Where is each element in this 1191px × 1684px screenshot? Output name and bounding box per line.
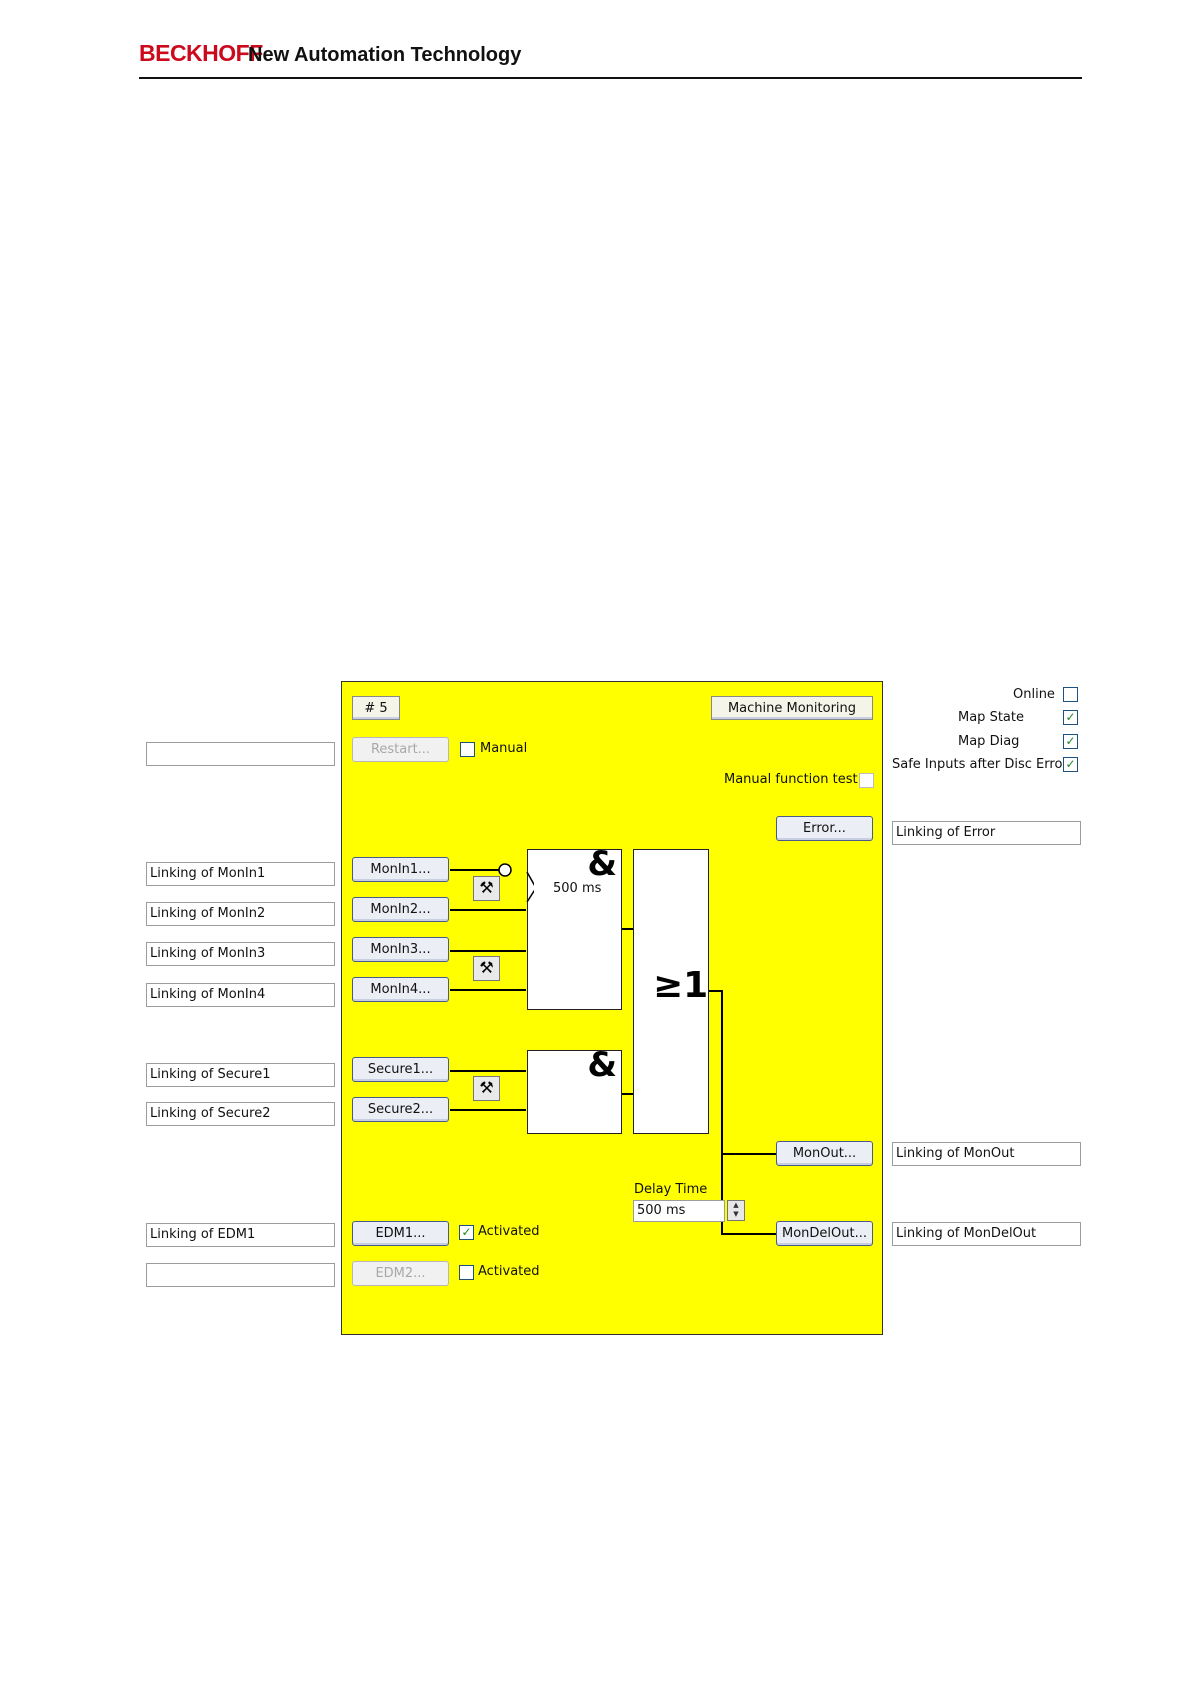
error-link-field[interactable]: Linking of Error xyxy=(892,821,1081,845)
monin34-config-button[interactable]: ⚒ xyxy=(473,956,500,981)
hammer-wrench-icon: ⚒ xyxy=(479,958,494,977)
brand-tagline: New Automation Technology xyxy=(248,44,522,66)
manual-label: Manual xyxy=(480,741,528,756)
online-label: Online xyxy=(1013,687,1055,702)
map-state-checkbox[interactable]: ✓ xyxy=(1063,710,1078,725)
wire-mondelout xyxy=(721,1233,778,1235)
edm1-link-field[interactable]: Linking of EDM1 xyxy=(146,1223,335,1247)
restart-link-field[interactable] xyxy=(146,742,335,766)
wire-and1-or xyxy=(622,928,633,930)
spin-up-icon[interactable]: ▲ xyxy=(733,1201,739,1209)
monin4-link-field[interactable]: Linking of MonIn4 xyxy=(146,983,335,1007)
online-checkbox[interactable] xyxy=(1063,687,1078,702)
block-number-button[interactable]: # 5 xyxy=(352,696,400,720)
or-block: ≥1 xyxy=(633,849,709,1134)
edm2-activated-label: Activated xyxy=(478,1264,540,1279)
function-block-panel: # 5 Machine Monitoring Restart... Manual… xyxy=(341,681,883,1335)
wire-secure1 xyxy=(450,1070,526,1072)
wire-monin3 xyxy=(450,950,526,952)
hammer-wrench-icon: ⚒ xyxy=(479,878,494,897)
monin3-button[interactable]: MonIn3... xyxy=(352,937,449,962)
wire-and2-or xyxy=(622,1093,633,1095)
edm1-activated-label: Activated xyxy=(478,1224,540,1239)
monout-link-field[interactable]: Linking of MonOut xyxy=(892,1142,1081,1166)
map-state-label: Map State xyxy=(958,710,1024,725)
monin12-config-button[interactable]: ⚒ xyxy=(473,876,500,901)
or-symbol: ≥1 xyxy=(653,965,709,1006)
monin3-link-field[interactable]: Linking of MonIn3 xyxy=(146,942,335,966)
brand-logo: BECKHOFF xyxy=(139,40,263,66)
monin1-link-field[interactable]: Linking of MonIn1 xyxy=(146,862,335,886)
function-block-name-button[interactable]: Machine Monitoring xyxy=(711,696,873,720)
manual-function-test-label: Manual function test xyxy=(724,772,858,787)
monout-button[interactable]: MonOut... xyxy=(776,1141,873,1166)
safe-inputs-label: Safe Inputs after Disc Error xyxy=(892,757,1068,772)
wire-monin2 xyxy=(450,909,526,911)
mondelout-link-field[interactable]: Linking of MonDelOut xyxy=(892,1222,1081,1246)
wire-out-vertical xyxy=(721,990,723,1234)
hammer-wrench-icon: ⚒ xyxy=(479,1078,494,1097)
and-block-1: & 500 ms xyxy=(527,844,622,1010)
monin2-button[interactable]: MonIn2... xyxy=(352,897,449,922)
timer-value-label: 500 ms xyxy=(553,881,602,896)
wire-monin1 xyxy=(450,869,506,871)
and-block-2: & xyxy=(527,1045,622,1134)
and-symbol: & xyxy=(587,1045,617,1085)
edm2-button[interactable]: EDM2... xyxy=(352,1261,449,1286)
monin1-button[interactable]: MonIn1... xyxy=(352,857,449,882)
delay-time-label: Delay Time xyxy=(634,1182,708,1197)
wire-monout xyxy=(721,1153,778,1155)
secure2-link-field[interactable]: Linking of Secure2 xyxy=(146,1102,335,1126)
manual-checkbox[interactable] xyxy=(460,742,475,757)
restart-button[interactable]: Restart... xyxy=(352,737,449,762)
edm1-activated-checkbox[interactable]: ✓ xyxy=(459,1225,474,1240)
edm2-link-field[interactable] xyxy=(146,1263,335,1287)
monin4-button[interactable]: MonIn4... xyxy=(352,977,449,1002)
negation-timer-marker xyxy=(498,863,534,902)
delay-time-input[interactable]: 500 ms xyxy=(633,1200,725,1222)
wire-monin4 xyxy=(450,989,526,991)
secure-config-button[interactable]: ⚒ xyxy=(473,1076,500,1101)
mondelout-button[interactable]: MonDelOut... xyxy=(776,1221,873,1246)
safe-inputs-checkbox[interactable]: ✓ xyxy=(1063,757,1078,772)
header-divider xyxy=(139,77,1082,79)
secure1-button[interactable]: Secure1... xyxy=(352,1057,449,1082)
map-diag-checkbox[interactable]: ✓ xyxy=(1063,734,1078,749)
edm2-activated-checkbox[interactable] xyxy=(459,1265,474,1280)
error-button[interactable]: Error... xyxy=(776,816,873,841)
monin2-link-field[interactable]: Linking of MonIn2 xyxy=(146,902,335,926)
edm1-button[interactable]: EDM1... xyxy=(352,1221,449,1246)
map-diag-label: Map Diag xyxy=(958,734,1020,749)
wire-secure2 xyxy=(450,1109,526,1111)
and-symbol: & xyxy=(587,844,617,884)
delay-time-spinner[interactable]: ▲ ▼ xyxy=(727,1200,745,1221)
wire-or-out xyxy=(709,990,722,992)
manual-function-test-checkbox[interactable] xyxy=(859,773,874,788)
secure1-link-field[interactable]: Linking of Secure1 xyxy=(146,1063,335,1087)
secure2-button[interactable]: Secure2... xyxy=(352,1097,449,1122)
spin-down-icon[interactable]: ▼ xyxy=(733,1210,739,1218)
